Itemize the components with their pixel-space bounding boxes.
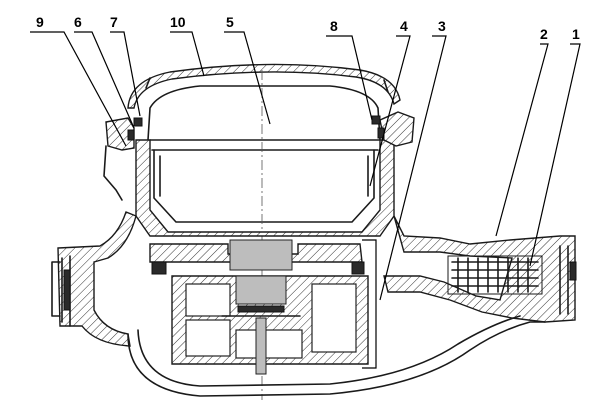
callout-1: 1 bbox=[572, 26, 580, 42]
callout-4: 4 bbox=[400, 18, 408, 34]
callout-2: 2 bbox=[540, 26, 548, 42]
measuring-cartridge bbox=[149, 239, 369, 375]
cover-lid bbox=[127, 63, 401, 109]
callout-labels: 9 6 7 10 5 8 4 3 2 1 bbox=[36, 14, 580, 42]
callout-10: 10 bbox=[170, 14, 186, 30]
callout-6: 6 bbox=[74, 14, 82, 30]
callout-7: 7 bbox=[110, 14, 118, 30]
leader-lines bbox=[30, 31, 581, 301]
callout-9: 9 bbox=[36, 14, 44, 30]
upper-housing bbox=[103, 111, 415, 237]
meter-body bbox=[51, 211, 576, 397]
outlet-strainer bbox=[447, 245, 577, 315]
callout-3: 3 bbox=[438, 18, 446, 34]
callout-8: 8 bbox=[330, 18, 338, 34]
seals bbox=[127, 115, 385, 141]
mechanism-bracket bbox=[362, 239, 377, 369]
callout-5: 5 bbox=[226, 14, 234, 30]
